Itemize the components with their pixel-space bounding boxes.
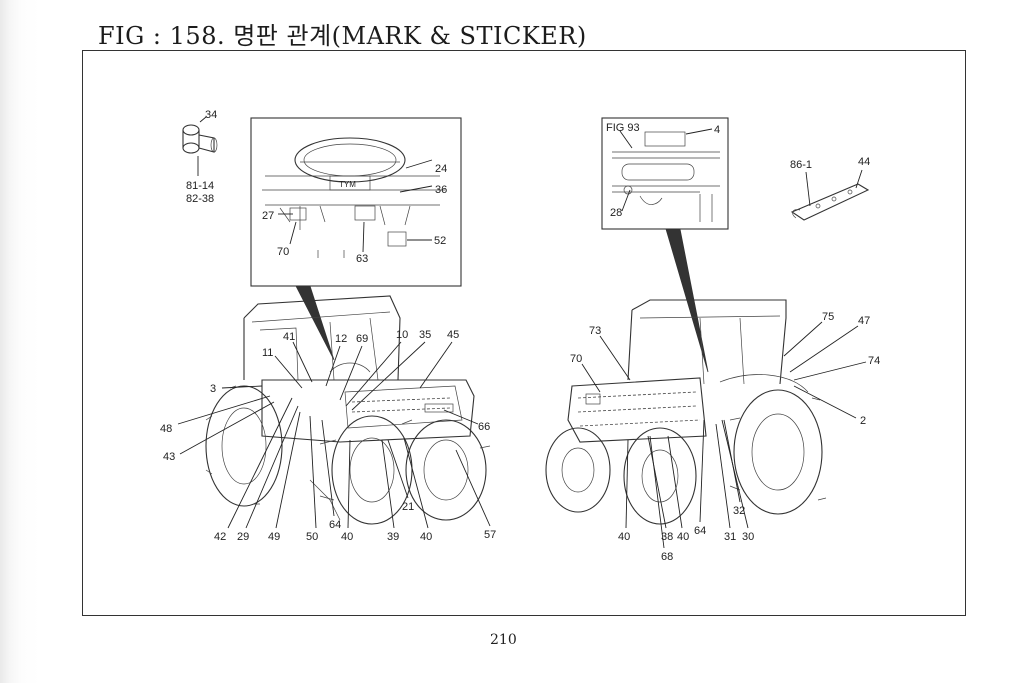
- part-86-sticker: 86-1 44: [790, 156, 870, 221]
- label-41: 41: [283, 331, 295, 343]
- label-40-right: 40: [618, 531, 630, 543]
- label-11: 11: [262, 347, 273, 359]
- part-34-cap: 34 81-14 82-38: [182, 109, 218, 205]
- label-10: 10: [396, 329, 408, 341]
- label-32: 32: [733, 505, 745, 517]
- right-detail-box: FIG 93 4 28: [601, 117, 729, 230]
- diagram-frame: [82, 50, 966, 616]
- label-40-right-b: 40: [677, 531, 689, 543]
- left-pointer: [295, 285, 335, 361]
- label-47: 47: [858, 315, 870, 327]
- left-tractor-drawing: 41 12 69 10 35 45 11 3 48 43 66 21 42 29…: [160, 295, 496, 543]
- label-38: 38: [661, 531, 673, 543]
- label-34: 34: [205, 109, 217, 121]
- label-27: 27: [262, 210, 274, 222]
- page-title: FIG : 158. 명판 관계(MARK & STICKER): [98, 22, 587, 50]
- label-44: 44: [858, 156, 870, 168]
- right-tractor-drawing: 73 70 75 47 74 2 32 40 38 40 64 31 30 68: [545, 299, 880, 563]
- label-28: 28: [610, 207, 622, 219]
- svg-text:TYM: TYM: [339, 180, 356, 189]
- label-36: 36: [435, 184, 447, 196]
- label-43: 43: [163, 451, 175, 463]
- label-86-1: 86-1: [790, 159, 812, 171]
- label-40: 40: [341, 531, 353, 543]
- label-73: 73: [589, 325, 601, 337]
- label-50: 50: [306, 531, 318, 543]
- label-52: 52: [434, 235, 446, 247]
- fig-ref-93: FIG 93: [606, 122, 640, 134]
- label-66: 66: [478, 421, 490, 433]
- label-57: 57: [484, 529, 496, 541]
- label-63: 63: [356, 253, 368, 265]
- label-2: 2: [860, 415, 866, 427]
- label-64-right: 64: [694, 525, 706, 537]
- label-39: 39: [387, 531, 399, 543]
- label-48: 48: [160, 423, 172, 435]
- label-30: 30: [742, 531, 754, 543]
- label-31: 31: [724, 531, 736, 543]
- label-3: 3: [210, 383, 216, 395]
- label-68: 68: [661, 551, 673, 563]
- label-4: 4: [714, 124, 720, 136]
- label-40b: 40: [420, 531, 432, 543]
- label-21: 21: [402, 501, 414, 513]
- label-74: 74: [868, 355, 880, 367]
- left-detail-box: TYM 24 36 27 70 63 52: [250, 117, 462, 287]
- label-70-right: 70: [570, 353, 582, 365]
- label-29: 29: [237, 531, 249, 543]
- label-45: 45: [447, 329, 459, 341]
- label-69: 69: [356, 333, 368, 345]
- label-75: 75: [822, 311, 834, 323]
- label-49: 49: [268, 531, 280, 543]
- label-42: 42: [214, 531, 226, 543]
- label-64: 64: [329, 519, 341, 531]
- label-70: 70: [277, 246, 289, 258]
- label-24: 24: [435, 163, 447, 175]
- label-12: 12: [335, 333, 347, 345]
- label-82-38: 82-38: [186, 193, 214, 205]
- page-number: 210: [490, 632, 517, 648]
- label-81-14: 81-14: [186, 180, 214, 192]
- label-35: 35: [419, 329, 431, 341]
